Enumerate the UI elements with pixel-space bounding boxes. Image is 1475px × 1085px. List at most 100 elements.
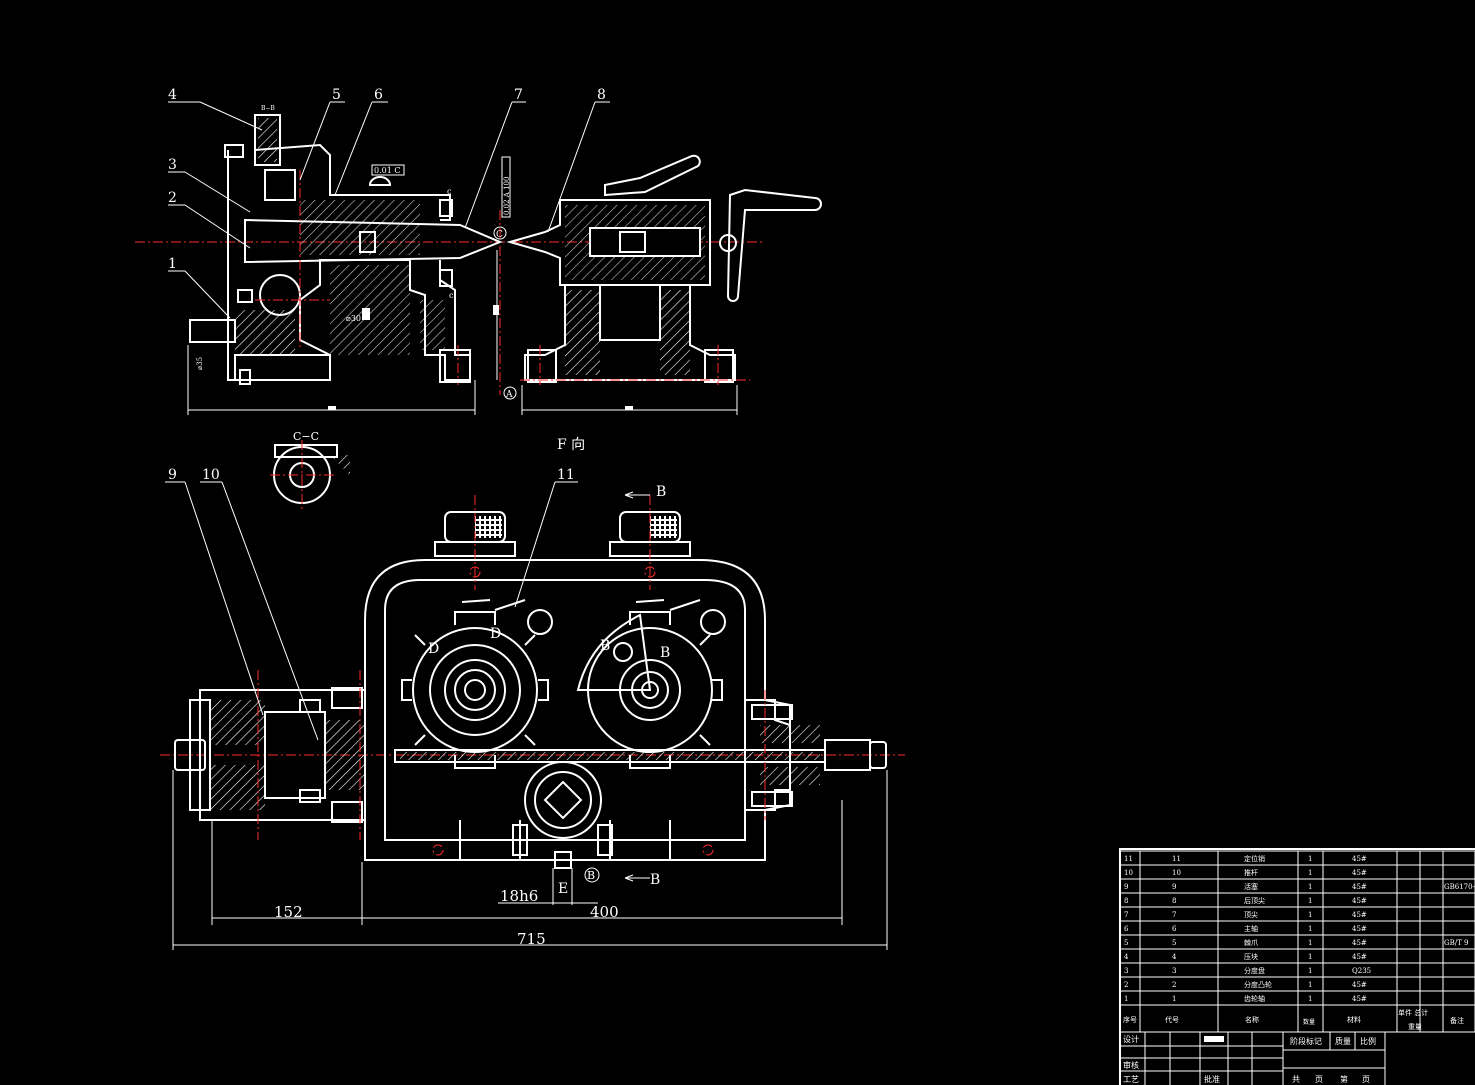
bom-row-code: 1 [1172,995,1176,1003]
label-stage: 阶段标记 [1290,1036,1322,1046]
bore-dim: ⌀30 [346,314,361,323]
section-cc [270,440,350,510]
bom-row-material: 45# [1352,883,1367,891]
bom-row-code: 5 [1172,939,1176,947]
hdr-code: 代号 [1165,1015,1179,1024]
bom-row-material: 45# [1352,981,1367,989]
label-process: 工艺 [1123,1075,1139,1084]
shaft-dim: ⌀35 [196,357,204,370]
b-circle-mark: B [587,869,595,882]
dim-400: 400 [590,903,619,921]
view-f-label: F 向 [557,437,585,453]
left-gear [401,611,549,769]
bom-row-material: Q235 [1352,967,1371,975]
bom-row-material: 45# [1352,953,1367,961]
b-right: B [660,645,670,661]
e-mark: E [558,881,568,897]
bom-row-no: 9 [1124,883,1128,891]
plan-view [160,481,905,950]
bom-row-no: 6 [1124,925,1129,933]
balloon-3: 3 [168,157,177,173]
bom-row-no: 4 [1124,953,1129,961]
balloon-2: 2 [168,190,177,206]
b-arrow-bottom: B [650,872,660,888]
c-mark: C [496,230,503,240]
balloon-6: 6 [374,87,383,103]
hdr-weight: 重量 [1408,1023,1422,1031]
tolerance-vertical-text: 0.02 A 100 [503,177,511,215]
bom-row-material: 45# [1352,939,1367,947]
bom-row-qty: 1 [1308,925,1312,933]
bom-row-code: 9 [1172,883,1176,891]
bom-grid [1119,850,1475,1032]
b-left: B [600,638,610,654]
bom-row-code: 4 [1172,953,1177,961]
b-arrow-top: B [656,484,666,500]
bom-row-qty: 1 [1308,855,1312,863]
balloon-10: 10 [202,467,220,483]
bom-row-qty: 1 [1308,967,1312,975]
bom-row-name: 分度凸轮 [1244,980,1272,989]
bom-row-std: GB6170- [1444,883,1475,891]
bom-row-qty: 1 [1308,883,1312,891]
bom-row-qty: 1 [1308,995,1312,1003]
dim-715: 715 [517,930,546,948]
bom-row-qty: 1 [1308,953,1312,961]
bom-row-no: 1 [1124,995,1128,1003]
bom-row-name: 推杆 [1244,868,1258,877]
bom-row-qty: 1 [1308,981,1312,989]
bom-row-qty: 1 [1308,897,1312,905]
bom-row-name: 压块 [1244,952,1258,961]
bom-row-std: GB/T 9 [1444,939,1468,947]
bom-row-no: 7 [1124,911,1128,919]
a-mark: A [505,390,513,400]
sheet-page: 页 [1315,1075,1323,1084]
bom-row-code: 10 [1172,869,1181,877]
dim-fit: 18h6 [500,887,538,905]
hdr-material: 材料 [1347,1015,1361,1024]
bom-row-name: 顶尖 [1244,910,1258,919]
bom-row-code: 11 [1172,855,1181,863]
hdr-unit-total: 单件 总计 [1398,1008,1428,1017]
label-scale: 比例 [1360,1036,1376,1046]
section-cc-label: C−C [293,430,319,443]
bom-row-name: 主轴 [1244,924,1258,933]
bom-row-code: 6 [1172,925,1177,933]
elevation-view [135,101,822,415]
c-small-top: c [447,187,452,196]
bom-row-no: 11 [1124,855,1133,863]
d-right: D [490,626,501,642]
sheet-total: 共 [1292,1075,1300,1084]
bom-row-name: 棘爪 [1244,939,1258,947]
balloon-1: 1 [168,256,177,272]
bom-row-material: 45# [1352,897,1367,905]
d-left: D [428,641,439,657]
hdr-name: 名称 [1245,1015,1259,1024]
label-approve: 批准 [1204,1074,1220,1084]
sheet-page2: 页 [1362,1075,1370,1084]
bom-row-no: 5 [1124,939,1128,947]
bom-row-qty: 1 [1308,911,1312,919]
balloon-11: 11 [557,467,575,483]
hdr-no: 序号 [1123,1015,1137,1024]
balloon-4: 4 [168,87,177,103]
label-review: 审核 [1123,1060,1139,1070]
bom-row-material: 45# [1352,869,1367,877]
bom-row-qty: 1 [1308,939,1312,947]
label-weight: 质量 [1335,1036,1351,1046]
hdr-remark: 备注 [1450,1016,1464,1025]
bom-row-code: 2 [1172,981,1176,989]
bom-row-no: 3 [1124,967,1128,975]
bom-row-material: 45# [1352,855,1367,863]
bom-row-no: 2 [1124,981,1128,989]
balloon-8: 8 [597,87,606,103]
bom-row-material: 45# [1352,925,1367,933]
balloon-7: 7 [514,87,523,103]
bom-row-code: 3 [1172,967,1176,975]
label-design: 设计 [1123,1034,1139,1044]
balloon-9: 9 [168,467,177,483]
tolerance-frame-text: 0.01 C [374,166,400,175]
